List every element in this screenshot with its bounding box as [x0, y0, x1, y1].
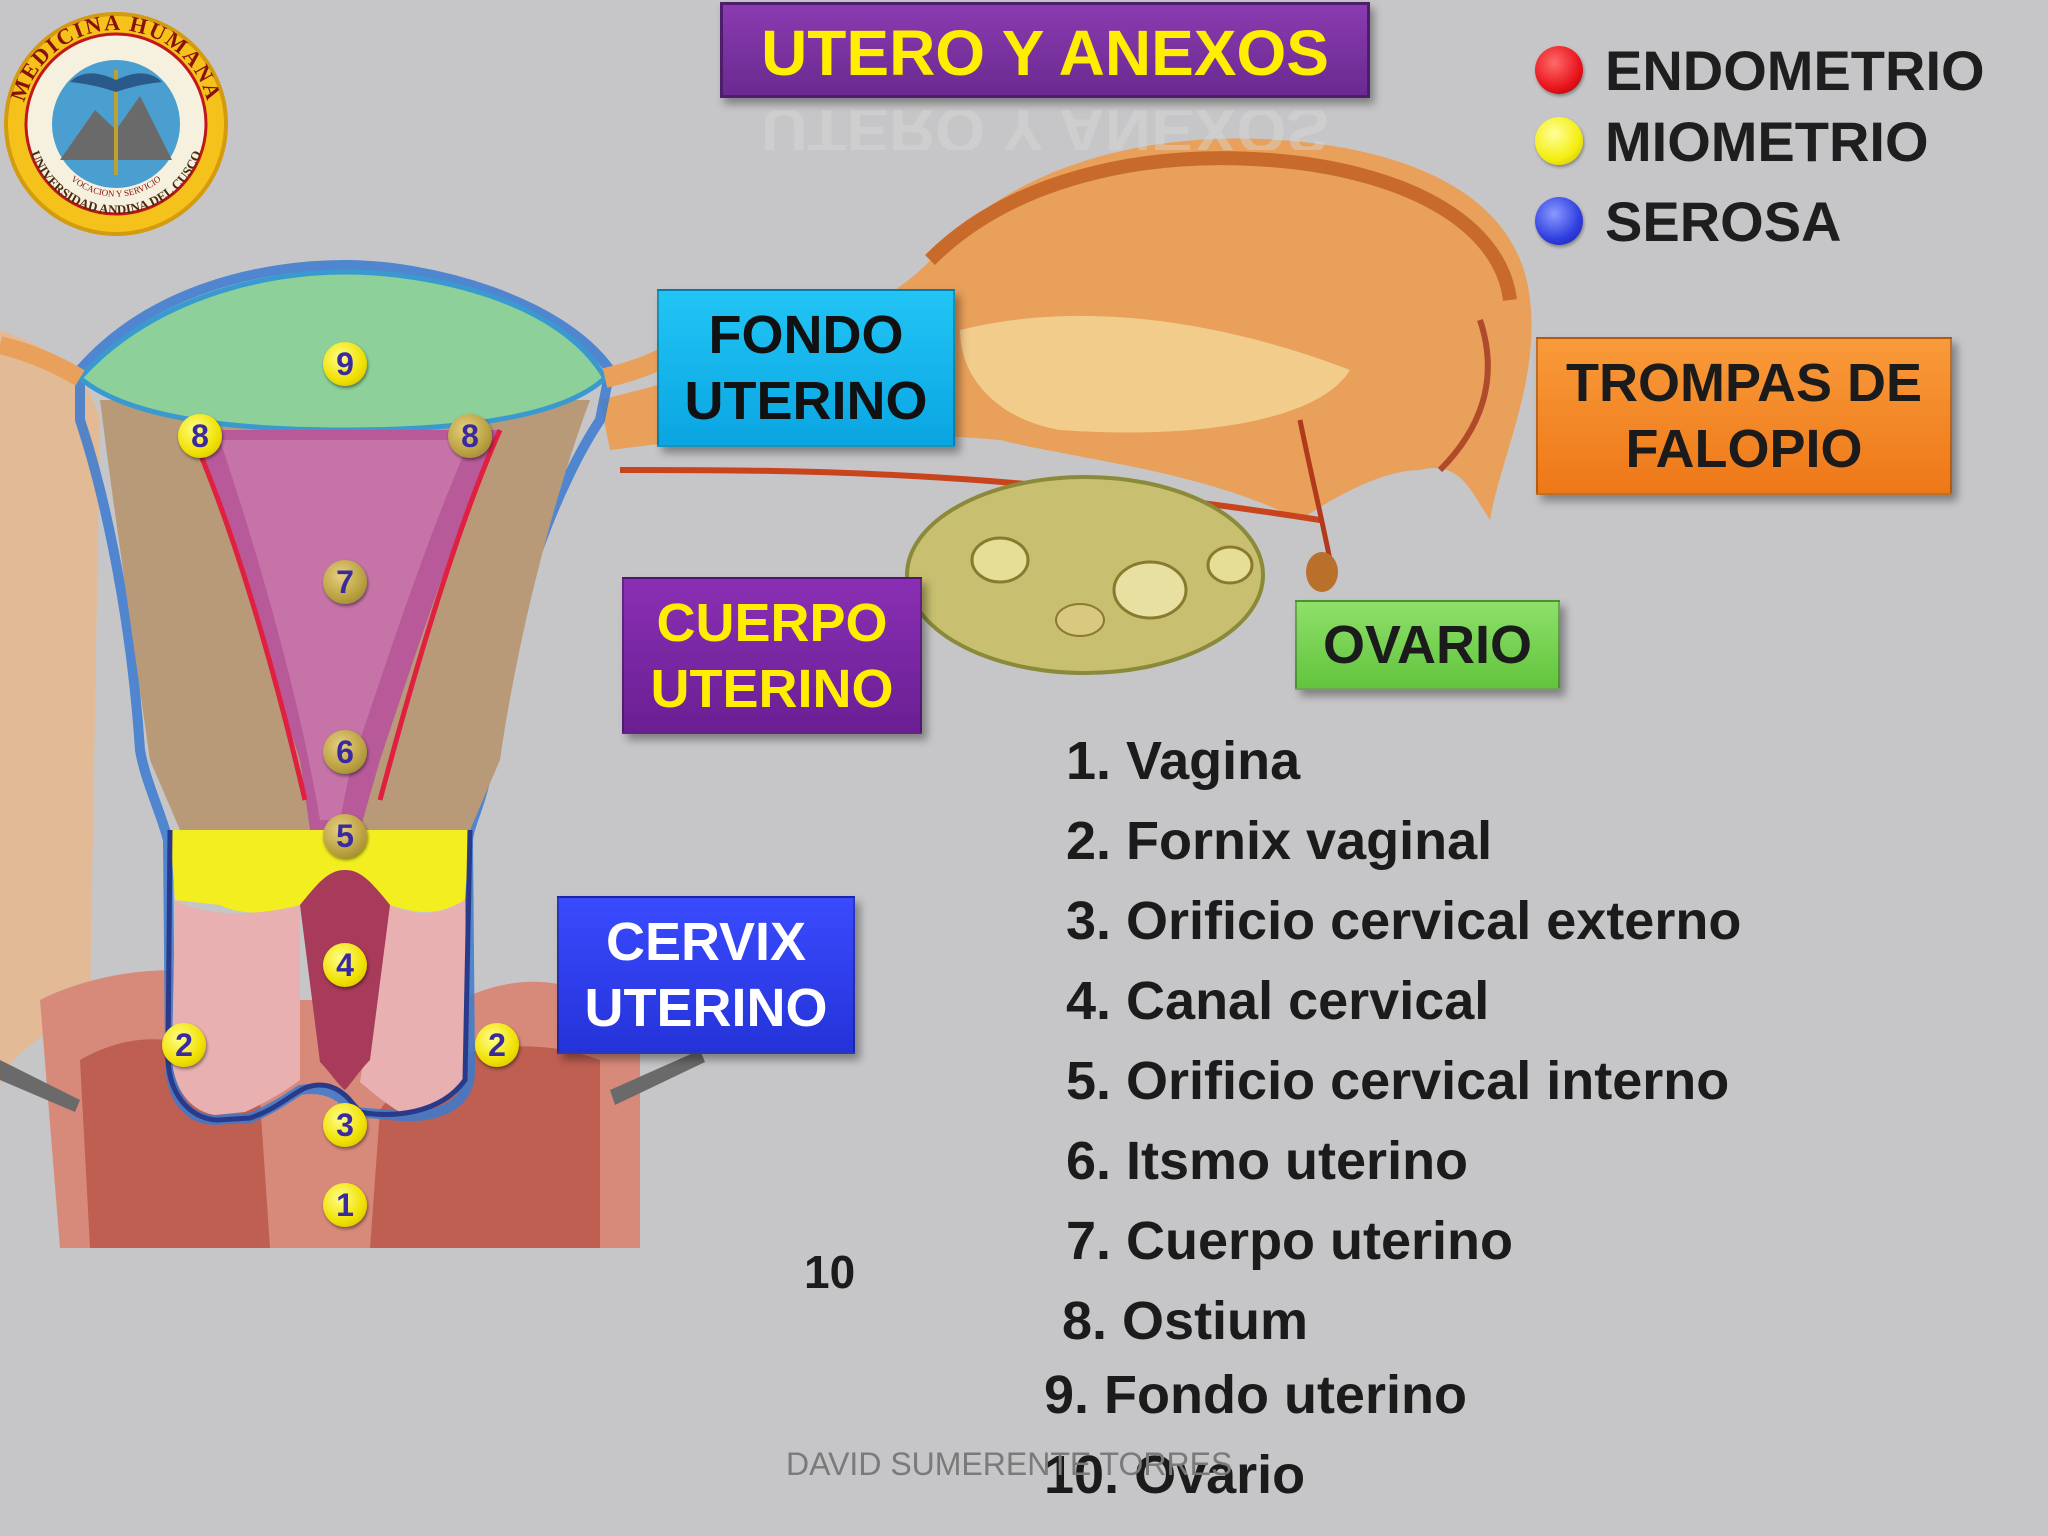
callout-line: FALOPIO: [1625, 419, 1863, 479]
fallopian-tube-mesentery: [960, 315, 1350, 433]
legend-item-serosa: SEROSA: [1535, 186, 1842, 256]
marker-4: 4: [323, 943, 367, 987]
callout-line: TROMPAS DE: [1565, 353, 1922, 413]
legend-label: SEROSA: [1605, 189, 1842, 253]
list-item: 2. Fornix vaginal: [1066, 811, 1493, 871]
ovary: [905, 475, 1265, 675]
list-item: 1. Vagina: [1066, 731, 1301, 791]
instrument-left: [0, 1060, 80, 1112]
list-item: 3. Orificio cervical externo: [1066, 891, 1742, 951]
callout-line: UTERINO: [684, 371, 928, 431]
callout-cuerpo-uterino: CUERPO UTERINO: [622, 577, 922, 734]
marker-9: 9: [323, 342, 367, 386]
endometrium-line: [187, 428, 308, 801]
marker-6: 6: [323, 730, 367, 774]
callout-line: UTERINO: [584, 978, 828, 1038]
legend-dot-blue: [1535, 197, 1583, 245]
logo-university-arc: UNIVERSIDAD ANDINA DEL CUSCO: [28, 148, 204, 217]
uterus-isthmus: [170, 830, 470, 913]
callout-cervix-uterino: CERVIX UTERINO: [557, 896, 855, 1054]
title-reflection: UTERO Y ANEXOS: [761, 110, 1329, 150]
blood-vessel-2: [1297, 419, 1333, 561]
uterus-cavity-inner: [220, 440, 470, 820]
marker-3: 3: [323, 1103, 367, 1147]
list-item: 4. Canal cervical: [1066, 971, 1490, 1031]
marker-5: 5: [323, 814, 367, 858]
callout-line: UTERINO: [650, 658, 894, 719]
list-item: 5. Orificio cervical interno: [1066, 1051, 1730, 1111]
instrument-right: [610, 1050, 705, 1105]
list-item: 8. Ostium: [1062, 1291, 1309, 1351]
ovary-follicle-4: [1055, 603, 1105, 637]
ovary-follicle-2: [970, 536, 1030, 584]
list-item: 6. Itsmo uterino: [1066, 1131, 1469, 1191]
slide-number: 10: [804, 1246, 856, 1298]
uterus-serosa: [75, 259, 616, 1126]
list-item: 10. Ovario: [1044, 1445, 1306, 1505]
tube-cyst: [1306, 552, 1338, 592]
marker-8-right: 8: [448, 414, 492, 458]
uterus-cervix: [172, 900, 300, 1115]
marker-7: 7: [323, 560, 367, 604]
logo-mountain: [60, 96, 172, 160]
legend-label: MIOMETRIO: [1605, 109, 1929, 173]
author-credit: DAVID SUMERENTE TORRES: [786, 1446, 1233, 1482]
legend-item-miometrio: MIOMETRIO: [1535, 106, 1929, 176]
svg-text:MEDICINA HUMANA: MEDICINA HUMANA: [5, 10, 227, 104]
marker-2-right: 2: [475, 1023, 519, 1067]
ovary-follicle-3: [1206, 545, 1254, 585]
tube-junction-left: [0, 336, 85, 386]
callout-ovario: OVARIO: [1295, 600, 1560, 690]
marker-8-left: 8: [178, 414, 222, 458]
legend-dot-yellow: [1535, 117, 1583, 165]
callout-trompas-de-falopio: TROMPAS DE FALOPIO: [1536, 337, 1952, 495]
legend-label: ENDOMETRIO: [1605, 38, 1985, 102]
cervix-outline: [165, 829, 473, 1123]
fallopian-tube-wall: [925, 151, 1517, 302]
callout-line: OVARIO: [1322, 615, 1532, 675]
callout-line: CUERPO: [656, 592, 888, 653]
ovary-follicle-1: [1112, 560, 1188, 620]
uterus-cervix-right: [360, 900, 468, 1112]
list-item: 9. Fondo uterino: [1044, 1365, 1467, 1425]
tube-fimbria: [1437, 319, 1491, 473]
logo-title-arc: MEDICINA HUMANA: [5, 10, 225, 104]
legend-dot-red: [1535, 46, 1583, 94]
logo-wings: [70, 73, 162, 92]
page-title: UTERO Y ANEXOS: [720, 2, 1370, 98]
callout-line: FONDO: [708, 305, 904, 365]
callout-fondo-uterino: FONDO UTERINO: [657, 289, 955, 447]
marker-2-left: 2: [162, 1023, 206, 1067]
logo-text-layer: MEDICINA HUMANA UNIVERSIDAD ANDINA DEL C…: [5, 10, 227, 217]
university-logo: MEDICINA HUMANA: [0, 0, 228, 236]
marker-1: 1: [323, 1183, 367, 1227]
list-item: 7. Cuerpo uterino: [1066, 1211, 1514, 1271]
logo-arc-top: MEDICINA HUMANA: [0, 0, 202, 5]
callout-line: CERVIX: [605, 912, 807, 972]
surrounding-tissue-left: [0, 330, 100, 1090]
svg-text:UNIVERSIDAD ANDINA DEL CUSCO: UNIVERSIDAD ANDINA DEL CUSCO: [28, 148, 204, 217]
legend-item-endometrio: ENDOMETRIO: [1535, 35, 1985, 105]
endometrium-line-right: [377, 428, 503, 801]
